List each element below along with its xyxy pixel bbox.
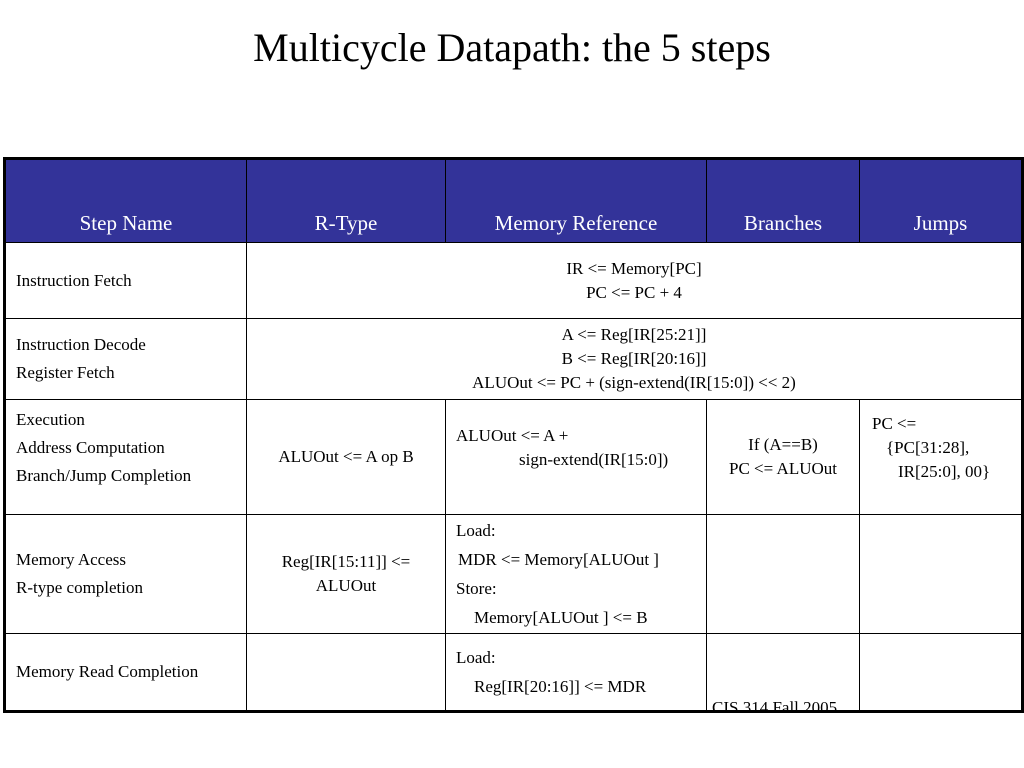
memaccess-jumps-cell xyxy=(859,514,1023,634)
branch-line: PC <= ALUOut xyxy=(729,459,837,478)
execution-memref-cell: ALUOut <= A + sign-extend(IR[15:0]) xyxy=(445,399,707,515)
execution-jumps-cell: PC <= {PC[31:28], IR[25:0], 00} xyxy=(859,399,1023,515)
header-jumps: Jumps xyxy=(859,158,1023,243)
step-name-memory-read-completion: Memory Read Completion xyxy=(4,633,247,712)
header-memory-reference: Memory Reference xyxy=(445,158,707,243)
table-row-instruction-fetch: Instruction Fetch IR <= Memory[PC] PC <=… xyxy=(4,242,1023,319)
execution-branches-cell: If (A==B) PC <= ALUOut xyxy=(706,399,860,515)
memref-line: MDR <= Memory[ALUOut ] xyxy=(458,550,659,569)
header-r-type: R-Type xyxy=(246,158,446,243)
header-step-name: Step Name xyxy=(4,158,247,243)
memref-line: Store: xyxy=(456,579,497,598)
execution-rtype-cell: ALUOut <= A op B xyxy=(246,399,446,515)
rtype-line: ALUOut xyxy=(315,576,377,595)
memread-rtype-cell xyxy=(246,633,446,712)
memaccess-memref-cell: Load: MDR <= Memory[ALUOut ] Store: Memo… xyxy=(445,514,707,634)
jump-line: PC <= xyxy=(872,414,917,433)
step-name-execution: Execution Address Computation Branch/Jum… xyxy=(4,399,247,515)
memref-line: Memory[ALUOut ] <= B xyxy=(474,608,648,627)
step-name-line: Execution xyxy=(16,410,85,429)
decode-action-line: ALUOut <= PC + (sign-extend(IR[15:0]) <<… xyxy=(472,373,796,392)
step-name-memory-access: Memory Access R-type completion xyxy=(4,514,247,634)
table-header-row: Step Name R-Type Memory Reference Branch… xyxy=(4,158,1023,243)
step-name-line: Register Fetch xyxy=(16,363,115,382)
fetch-actions-cell: IR <= Memory[PC] PC <= PC + 4 xyxy=(246,242,1023,319)
multicycle-steps-table: Step Name R-Type Memory Reference Branch… xyxy=(3,157,1024,713)
table-row-instruction-decode: Instruction Decode Register Fetch A <= R… xyxy=(4,318,1023,400)
step-name-line: Instruction Decode xyxy=(16,335,146,354)
memref-line: Reg[IR[20:16]] <= MDR xyxy=(474,677,647,696)
memaccess-branches-cell xyxy=(706,514,860,634)
table-row-memory-access: Memory Access R-type completion Reg[IR[1… xyxy=(4,514,1023,634)
jump-line: IR[25:0], 00} xyxy=(898,462,991,481)
memread-memref-cell: Load: Reg[IR[20:16]] <= MDR xyxy=(445,633,707,712)
step-name-line: Address Computation xyxy=(16,438,165,457)
memref-line: Load: xyxy=(456,648,496,667)
memref-line: ALUOut <= A + xyxy=(456,426,569,445)
fetch-action-line: IR <= Memory[PC] xyxy=(566,258,702,278)
step-name-line: R-type completion xyxy=(16,578,144,597)
step-name-instruction-fetch: Instruction Fetch xyxy=(4,242,247,319)
step-name-line: Branch/Jump Completion xyxy=(16,466,192,485)
fetch-action-line: PC <= PC + 4 xyxy=(586,282,682,302)
jump-line: {PC[31:28], xyxy=(886,438,970,457)
branch-line: If (A==B) xyxy=(748,435,818,454)
step-name-instruction-decode: Instruction Decode Register Fetch xyxy=(4,318,247,400)
memread-jumps-cell xyxy=(859,633,1023,712)
table-row-memory-read-completion: Memory Read Completion Load: Reg[IR[20:1… xyxy=(4,633,1023,712)
decode-action-line: A <= Reg[IR[25:21]] xyxy=(561,325,707,344)
slide-title: Multicycle Datapath: the 5 steps xyxy=(253,25,771,70)
table-row-execution: Execution Address Computation Branch/Jum… xyxy=(4,399,1023,515)
step-name-line: Memory Access xyxy=(16,550,127,569)
slide-footer: CIS 314 Fall 2005 xyxy=(712,698,838,717)
memaccess-rtype-cell: Reg[IR[15:11]] <= ALUOut xyxy=(246,514,446,634)
memread-branches-cell xyxy=(706,633,860,712)
decode-action-line: B <= Reg[IR[20:16]] xyxy=(561,349,707,368)
header-branches: Branches xyxy=(706,158,860,243)
rtype-line: Reg[IR[15:11]] <= xyxy=(281,552,411,571)
memref-line: sign-extend(IR[15:0]) xyxy=(519,450,669,469)
decode-actions-cell: A <= Reg[IR[25:21]] B <= Reg[IR[20:16]] … xyxy=(246,318,1023,400)
memref-line: Load: xyxy=(456,521,496,540)
